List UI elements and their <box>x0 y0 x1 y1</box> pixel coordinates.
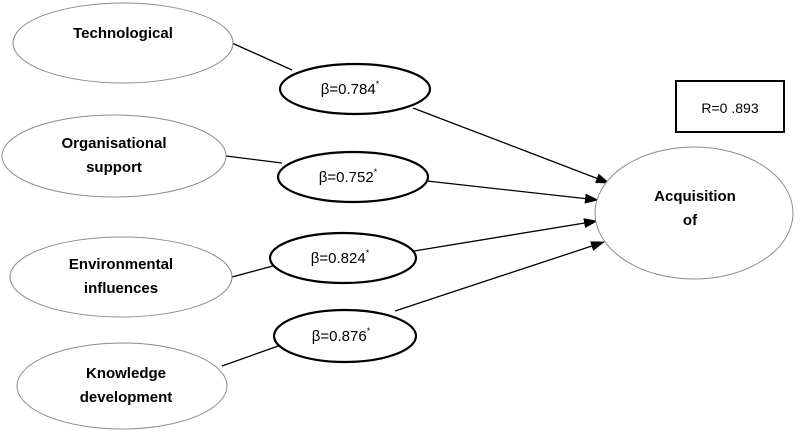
coef-organisational: β=0.752* <box>276 150 430 204</box>
edge-environmental-to-coef <box>231 265 274 278</box>
coef-technological-marker: * <box>376 79 380 89</box>
edge-knowledge-to-coef <box>221 344 282 367</box>
arrow-environmental-to-outcome <box>413 218 598 252</box>
node-organisational-label-2: support <box>86 159 142 176</box>
edge-organisational-to-coef <box>225 155 283 164</box>
coef-environmental-marker: * <box>366 248 370 258</box>
arrow-organisational-to-outcome <box>426 180 599 204</box>
node-knowledge-label-2: development <box>80 389 173 406</box>
coef-environmental-text: β=0.824* <box>311 248 370 267</box>
node-knowledge-label-1: Knowledge <box>86 365 166 382</box>
node-organisational-support: Organisational support <box>1 114 227 198</box>
node-technological-label-1: Technological <box>73 25 173 42</box>
coef-organisational-value: β=0.752 <box>319 169 374 186</box>
node-technological: Technological <box>12 2 234 84</box>
node-environmental-label-1: Environmental <box>69 256 173 273</box>
coef-organisational-marker: * <box>374 167 378 177</box>
r-value-box: R=0 .893 <box>675 80 785 133</box>
coef-knowledge: β=0.876* <box>272 308 418 364</box>
node-acquisition-label-2: of <box>683 212 698 229</box>
node-knowledge-development: Knowledge development <box>16 342 228 430</box>
arrow-technological-to-outcome <box>412 107 610 184</box>
node-environmental-influences: Environmental influences <box>9 236 233 318</box>
coef-technological-value: β=0.784 <box>321 81 376 98</box>
node-organisational-label-1: Organisational <box>61 135 166 152</box>
coef-organisational-text: β=0.752* <box>319 167 378 186</box>
coef-technological: β=0.784* <box>278 62 432 116</box>
node-acquisition-label-1: Acquisition <box>654 188 736 205</box>
edge-technological-to-coef <box>231 42 293 71</box>
coef-knowledge-text: β=0.876* <box>312 326 371 345</box>
node-acquisition: Acquisition of <box>594 146 794 280</box>
coef-technological-text: β=0.784* <box>321 79 380 98</box>
coef-knowledge-marker: * <box>367 326 371 336</box>
arrow-knowledge-to-outcome <box>394 241 605 312</box>
coef-environmental: β=0.824* <box>268 231 418 285</box>
r-value-text: R=0 .893 <box>701 100 758 116</box>
coef-environmental-value: β=0.824 <box>311 250 366 267</box>
coef-knowledge-value: β=0.876 <box>312 328 367 345</box>
node-environmental-label-2: influences <box>84 280 158 297</box>
